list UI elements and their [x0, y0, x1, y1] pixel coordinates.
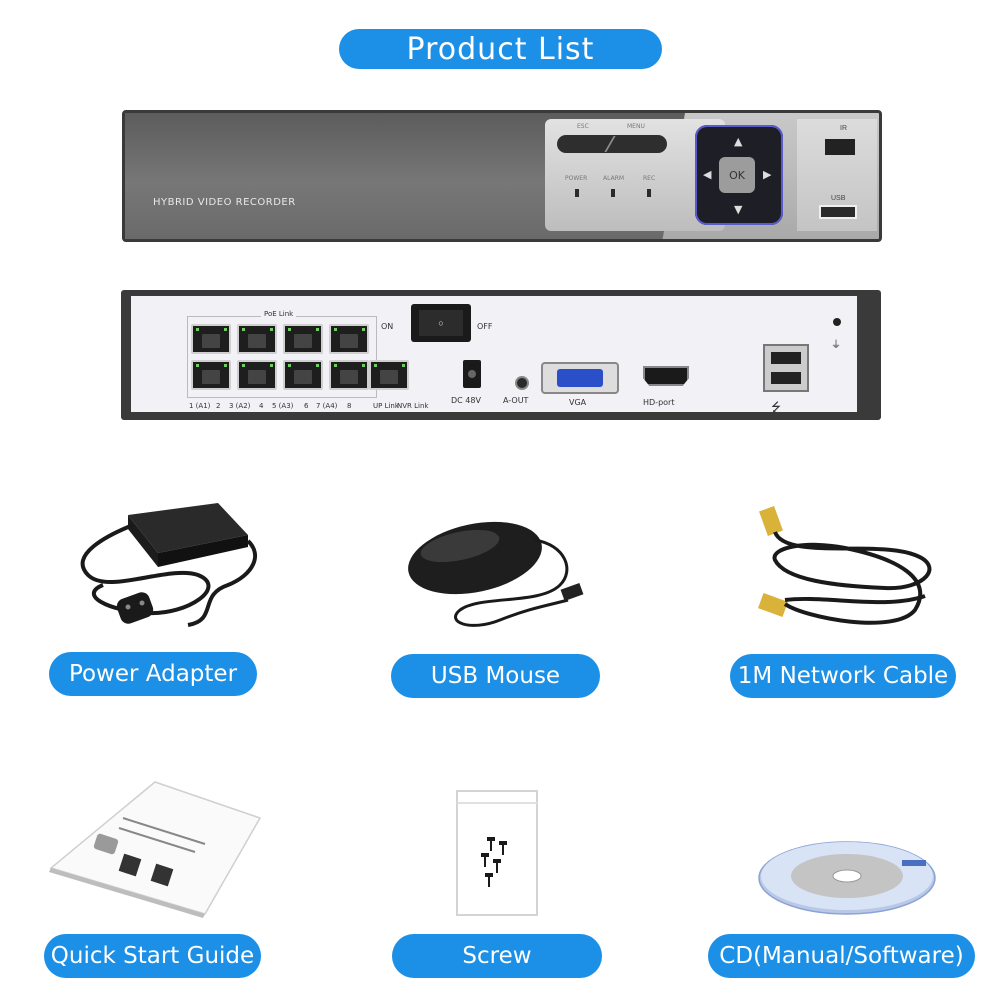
rec-led-icon — [647, 189, 651, 197]
arrow-up-icon: ▲ — [734, 135, 743, 148]
cd-disc-icon — [758, 841, 936, 915]
switch-on-label: ON — [381, 322, 394, 331]
port-label: 1 (A1) — [189, 402, 211, 410]
dc-label: DC 48V — [451, 396, 481, 405]
uplink-port-icon — [369, 360, 409, 390]
power-led-icon — [575, 189, 579, 197]
power-switch: ○ — [411, 304, 471, 342]
port-label: 3 (A2) — [229, 402, 251, 410]
accessory-label-screw: Screw — [392, 934, 602, 978]
poe-label: PoE Link — [261, 310, 297, 318]
ground-symbol-icon: ⏚ — [831, 340, 841, 351]
port-label: 6 — [304, 402, 309, 410]
uplink-label: UP Link — [373, 402, 399, 410]
accessory-label-usb-mouse: USB Mouse — [391, 654, 600, 698]
arrow-left-icon: ◀ — [703, 168, 712, 181]
screw-bag-icon — [456, 790, 538, 916]
ir-window-icon — [825, 139, 855, 155]
port-label: 8 — [347, 402, 352, 410]
aout-label: A-OUT — [503, 396, 529, 405]
esc-label: ESC — [577, 123, 589, 130]
poe-port-icon — [329, 360, 369, 390]
port-label: 2 — [216, 402, 221, 410]
accessory-label-cd: CD(Manual/Software) — [708, 934, 975, 978]
network-cable-icon — [758, 506, 932, 625]
ok-button: OK — [719, 157, 755, 193]
nvrlink-label: NVR Link — [397, 402, 429, 410]
poe-port-icon — [329, 324, 369, 354]
usb-mouse-icon — [408, 521, 584, 627]
usb-front-label: USB — [831, 195, 846, 202]
port-label: 7 (A4) — [316, 402, 338, 410]
ir-label: IR — [840, 125, 847, 132]
hdmi-port-icon — [643, 366, 689, 386]
page-title: Product List — [339, 29, 662, 69]
ground-screw-icon — [833, 318, 841, 326]
nav-pad: ▲ ▼ ◀ ▶ OK — [695, 125, 783, 225]
esc-menu-button — [557, 135, 667, 153]
led-label-rec: REC — [643, 175, 656, 182]
dc-jack-icon — [463, 360, 481, 388]
arrow-down-icon: ▼ — [734, 203, 743, 216]
port-label: 5 (A3) — [272, 402, 294, 410]
switch-off-label: OFF — [477, 322, 493, 331]
manual-booklet-icon — [49, 781, 262, 918]
recorder-front-panel: HYBRID VIDEO RECORDER ESC MENU POWER ALA… — [122, 110, 882, 242]
menu-label: MENU — [627, 123, 645, 130]
led-label-power: POWER — [565, 175, 588, 182]
audio-out-jack-icon — [515, 376, 529, 390]
vga-label: VGA — [569, 398, 587, 407]
usb-port-front-icon — [819, 205, 857, 219]
accessory-label-power-adapter: Power Adapter — [49, 652, 257, 696]
poe-port-icon — [191, 360, 231, 390]
poe-port-icon — [283, 324, 323, 354]
hdmi-label: HD-port — [643, 398, 675, 407]
led-label-alarm: ALARM — [603, 175, 625, 182]
alarm-led-icon — [611, 189, 615, 197]
poe-port-icon — [237, 324, 277, 354]
brand-label: HYBRID VIDEO RECORDER — [153, 197, 296, 208]
recorder-rear-panel: PoE Link 1 (A1) 2 3 (A2) 4 5 (A3) 6 7 (A… — [121, 290, 881, 420]
poe-port-icon — [191, 324, 231, 354]
port-label: 4 — [259, 402, 264, 410]
usb-symbol-icon: ⭍ — [771, 400, 781, 414]
usb-port-rear-icon — [763, 344, 809, 392]
power-switch-rocker-icon: ○ — [419, 310, 463, 336]
vga-port-icon — [541, 362, 619, 394]
rear-face: PoE Link 1 (A1) 2 3 (A2) 4 5 (A3) 6 7 (A… — [131, 296, 857, 414]
power-adapter-icon — [80, 503, 258, 627]
poe-port-icon — [237, 360, 277, 390]
accessory-label-quick-start-guide: Quick Start Guide — [44, 934, 261, 978]
accessory-label-network-cable: 1M Network Cable — [730, 654, 956, 698]
arrow-right-icon: ▶ — [763, 168, 772, 181]
poe-port-icon — [283, 360, 323, 390]
